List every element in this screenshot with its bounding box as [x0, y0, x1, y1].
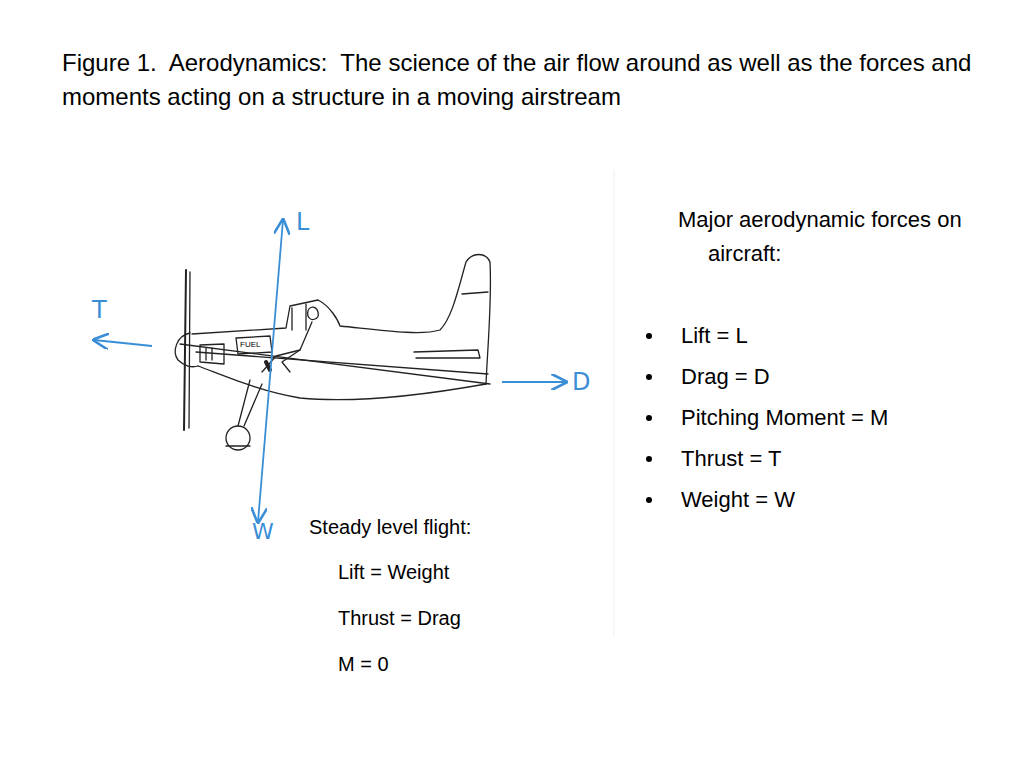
condition-line: M = 0 — [338, 652, 389, 676]
propeller — [184, 270, 186, 430]
bullet-dot — [646, 415, 652, 421]
column-separator — [614, 170, 615, 636]
force-arrows — [94, 220, 566, 522]
bullet-dot — [646, 333, 652, 339]
canopy-frame — [292, 304, 306, 330]
thrust-arrow — [94, 340, 152, 346]
drag-arrow — [502, 381, 566, 383]
pilot — [282, 307, 318, 372]
condition-line: Lift = Weight — [338, 560, 449, 584]
force-letter: T — [92, 296, 107, 325]
list-item: Pitching Moment = M — [681, 405, 888, 431]
force-letter: L — [296, 208, 309, 237]
condition-line: Thrust = Drag — [338, 606, 461, 630]
force-letter: D — [572, 368, 590, 397]
propeller — [189, 272, 190, 428]
list-item: Lift = L — [681, 323, 748, 349]
wing-line — [196, 352, 488, 374]
list-heading: Major aerodynamic forces on aircraft: — [678, 203, 978, 271]
list-item: Thrust = T — [681, 446, 781, 472]
panel-label: FUEL — [240, 340, 260, 350]
landing-gear — [238, 380, 262, 426]
list-item: Weight = W — [681, 487, 795, 513]
wing-line — [180, 344, 490, 384]
horizontal-stabilizer — [414, 350, 480, 358]
bullet-dot — [646, 456, 652, 462]
wheel — [226, 426, 250, 450]
list-item: Drag = D — [681, 364, 770, 390]
condition-heading: Steady level flight: — [309, 515, 471, 539]
bullet-dot — [646, 374, 652, 380]
lift-weight-arrow — [258, 220, 283, 522]
fuel-panel — [236, 336, 272, 354]
wheel — [226, 445, 250, 446]
control-stick — [266, 362, 270, 370]
engine-panel — [200, 344, 224, 364]
spinner — [175, 333, 198, 367]
bullet-dots — [646, 333, 652, 503]
figure-title: Figure 1. Aerodynamics: The science of t… — [62, 46, 992, 114]
bullet-dot — [646, 497, 652, 503]
pilot — [262, 350, 300, 372]
rudder-line — [462, 292, 488, 294]
force-letter: W — [252, 519, 274, 545]
airplane-sketch — [175, 255, 490, 451]
